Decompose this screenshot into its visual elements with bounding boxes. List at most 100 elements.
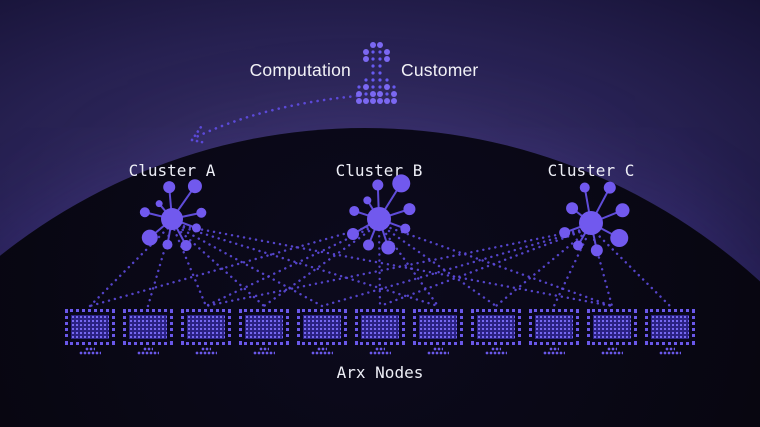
person-pixel-dot	[391, 91, 397, 97]
monitor-stand-base	[369, 351, 391, 355]
cluster-node-dot	[590, 244, 603, 257]
cluster-node-dot	[155, 200, 163, 208]
arx-nodes-label: Arx Nodes	[336, 363, 424, 382]
monitor-icon	[587, 309, 637, 355]
monitor-stand	[607, 347, 617, 351]
person-pixel-dot	[371, 85, 375, 89]
cluster-node-dot	[187, 179, 202, 194]
person-pixel-dot	[357, 85, 361, 89]
monitor-icon	[471, 309, 521, 355]
cluster-a-label: Cluster A	[128, 161, 216, 180]
person-pixel-dot	[370, 91, 376, 97]
person-pixel-dot	[363, 98, 369, 104]
cluster-node-dot	[139, 207, 150, 218]
cluster-node-dot	[191, 223, 201, 233]
monitor-stand	[433, 347, 443, 351]
person-pixel-dot	[371, 78, 375, 82]
monitor-frame	[529, 309, 579, 345]
monitor-frame	[181, 309, 231, 345]
computation-label: Computation	[249, 60, 351, 80]
cluster-node-dot	[610, 229, 629, 248]
cluster-hub-dot	[579, 211, 603, 235]
person-pixel-dot	[392, 85, 396, 89]
monitor-stand	[201, 347, 211, 351]
monitor-frame	[587, 309, 637, 345]
person-pixel-dot	[371, 50, 375, 54]
person-pixel-dot	[378, 50, 382, 54]
cluster-node-dot	[392, 174, 411, 193]
monitor-stand-base	[311, 351, 333, 355]
cluster-node-dot	[579, 182, 590, 193]
cluster-node-dot	[363, 239, 375, 251]
monitor-frame	[123, 309, 173, 345]
cluster-node-dot	[180, 239, 192, 251]
person-pixel-dot	[378, 85, 382, 89]
monitor-stand-base	[137, 351, 159, 355]
cluster-node-dot	[559, 227, 571, 239]
person-pixel-dot	[391, 98, 397, 104]
person-pixel-dot	[370, 42, 376, 48]
cluster-node-dot	[566, 202, 579, 215]
cluster-node-dot	[603, 181, 616, 194]
monitor-stand	[317, 347, 327, 351]
monitor-screen	[361, 315, 399, 339]
cluster-c-hub-spoke-network-icon	[559, 181, 630, 257]
monitor-screen	[245, 315, 283, 339]
person-pixel-dot	[364, 92, 368, 96]
monitor-stand-base	[253, 351, 275, 355]
monitor-stand	[549, 347, 559, 351]
monitor-frame	[297, 309, 347, 345]
cluster-node-dot	[162, 239, 173, 250]
person-pixel-dot	[378, 64, 382, 68]
monitor-stand-base	[543, 351, 565, 355]
monitor-icon	[239, 309, 289, 355]
monitor-icon	[297, 309, 347, 355]
person-pixel-dot	[384, 84, 390, 90]
monitor-frame	[239, 309, 289, 345]
person-pixel-dot	[378, 71, 382, 75]
monitor-icon	[65, 309, 115, 355]
person-pixel-dot	[384, 98, 390, 104]
monitor-icon	[355, 309, 405, 355]
monitor-stand	[491, 347, 501, 351]
monitor-screen	[593, 315, 631, 339]
monitor-stand-base	[601, 351, 623, 355]
monitor-screen	[129, 315, 167, 339]
person-pixel-dot	[364, 78, 368, 82]
cluster-node-dot	[403, 203, 416, 216]
cluster-node-dot	[400, 223, 411, 234]
person-icon	[356, 42, 397, 104]
monitor-stand	[375, 347, 385, 351]
person-pixel-dot	[371, 57, 375, 61]
person-pixel-dot	[356, 91, 362, 97]
person-pixel-dot	[378, 57, 382, 61]
person-pixel-dot	[384, 49, 390, 55]
cluster-node-dot	[372, 179, 384, 191]
monitor-stand	[665, 347, 675, 351]
monitor-icon	[529, 309, 579, 355]
person-pixel-dot	[378, 78, 382, 82]
monitor-stand	[143, 347, 153, 351]
person-pixel-dot	[371, 64, 375, 68]
person-pixel-dot	[363, 49, 369, 55]
monitor-stand-base	[485, 351, 507, 355]
monitor-stand-base	[79, 351, 101, 355]
cluster-b-hub-spoke-network-icon	[347, 174, 416, 255]
monitor-screen	[477, 315, 515, 339]
person-pixel-dot	[363, 56, 369, 62]
person-pixel-dot	[377, 42, 383, 48]
monitor-stand	[85, 347, 95, 351]
monitor-frame	[471, 309, 521, 345]
monitor-stand	[259, 347, 269, 351]
cluster-c-label: Cluster C	[547, 161, 635, 180]
cluster-node-dot	[141, 229, 158, 246]
person-pixel-dot	[384, 56, 390, 62]
cluster-node-dot	[615, 203, 630, 218]
cluster-node-dot	[347, 228, 360, 240]
cluster-a-hub-spoke-network-icon	[139, 179, 207, 251]
monitor-screen	[535, 315, 573, 339]
cluster-node-dot	[381, 240, 396, 255]
person-pixel-dot	[377, 98, 383, 104]
monitor-screen	[187, 315, 225, 339]
